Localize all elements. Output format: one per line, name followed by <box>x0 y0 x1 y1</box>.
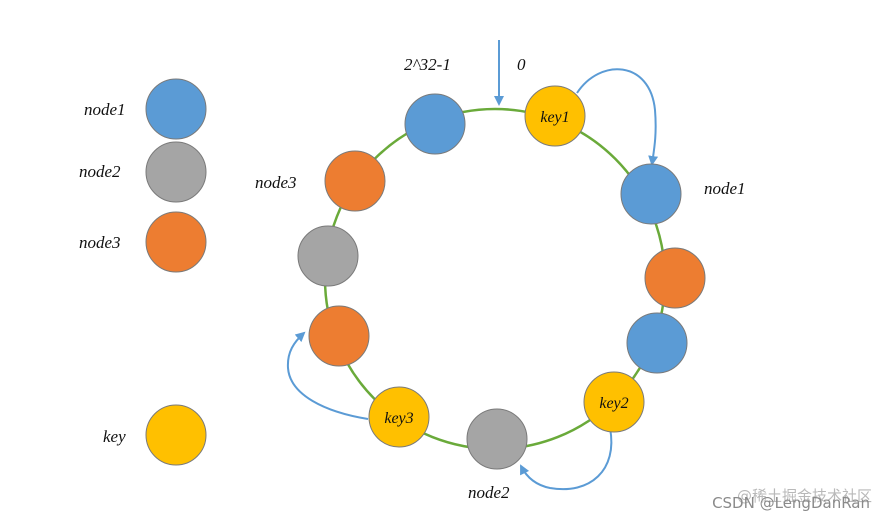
key2-label: key2 <box>599 395 628 412</box>
key2-to-node2-arrow <box>520 427 613 491</box>
ring-node1-top <box>404 93 466 155</box>
key2: key2 <box>583 371 645 433</box>
key3-circle <box>368 386 430 448</box>
zero-label: 0 <box>517 55 526 74</box>
legend: node1 node2 node3 key <box>79 78 207 466</box>
key1-circle <box>524 85 586 147</box>
ring-node3-lower-left <box>308 305 370 367</box>
key3-label: key3 <box>384 410 413 427</box>
ring-node1-label: node1 <box>704 179 746 198</box>
legend-node1-label: node1 <box>84 100 126 119</box>
ring-node3-upper-left <box>324 150 386 212</box>
ring-node2-left <box>297 225 359 287</box>
key2-circle <box>583 371 645 433</box>
legend-node3-label: node3 <box>79 233 121 252</box>
legend-key-circle <box>145 404 207 466</box>
legend-node1-circle <box>145 78 207 140</box>
legend-key-label: key <box>103 427 126 446</box>
key3-to-node3-arrow <box>286 331 369 420</box>
ring-node3-right <box>644 247 706 309</box>
watermark-overlay: @稀土掘金技术社区 <box>737 487 872 505</box>
key1-label: key1 <box>540 109 569 126</box>
ring-node3-label: node3 <box>255 173 297 192</box>
ring-node2-bottom <box>466 408 528 470</box>
max-hash-label: 2^32-1 <box>404 55 451 74</box>
legend-node2-label: node2 <box>79 162 121 181</box>
legend-node3-circle <box>145 211 207 273</box>
key1: key1 <box>524 85 586 147</box>
key1-to-node1-arrow <box>576 68 659 166</box>
key3: key3 <box>368 386 430 448</box>
ring-node1-lower-right <box>626 312 688 374</box>
watermark: CSDN @LengDanRan <box>712 494 870 512</box>
ring-node2-label: node2 <box>468 483 510 502</box>
ring-node1-right <box>620 163 682 225</box>
legend-node2-circle <box>145 141 207 203</box>
